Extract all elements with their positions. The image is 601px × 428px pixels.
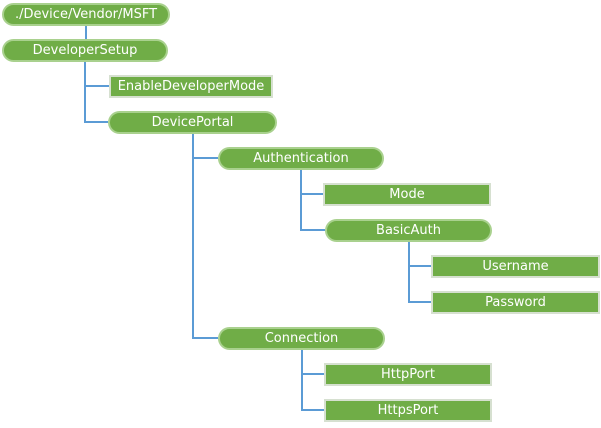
connector-branch-authentication <box>192 157 218 159</box>
tree-node-root: ./Device/Vendor/MSFT <box>2 3 170 26</box>
tree-node-enabledevelopermode: EnableDeveloperMode <box>109 75 273 98</box>
tree-node-httpsport: HttpsPort <box>324 399 492 422</box>
tree-node-authentication: Authentication <box>218 147 384 170</box>
tree-node-connection: Connection <box>218 327 385 350</box>
tree-node-authentication-label: Authentication <box>253 151 349 166</box>
tree-node-developersetup: DeveloperSetup <box>2 39 168 62</box>
tree-node-mode: Mode <box>323 183 491 206</box>
connector-branch-deviceportal <box>84 121 108 123</box>
tree-node-password-label: Password <box>485 295 546 310</box>
tree-node-connection-label: Connection <box>264 331 339 346</box>
connector-branch-password <box>408 301 431 303</box>
tree-node-username: Username <box>431 255 600 278</box>
tree-node-enabledevelopermode-label: EnableDeveloperMode <box>117 79 265 94</box>
tree-node-httpport: HttpPort <box>324 363 492 386</box>
connector-authentication-trunk <box>300 170 302 231</box>
connector-branch-username <box>408 265 431 267</box>
connector-branch-httpport <box>301 373 324 375</box>
connector-root-to-developersetup <box>85 26 87 39</box>
tree-node-httpsport-label: HttpsPort <box>377 403 439 418</box>
connector-branch-connection <box>192 337 218 339</box>
tree-node-root-label: ./Device/Vendor/MSFT <box>14 7 158 22</box>
connector-branch-enabledevelopermode <box>84 85 109 87</box>
tree-node-deviceportal-label: DevicePortal <box>151 115 234 130</box>
connector-branch-httpsport <box>301 409 324 411</box>
connector-basicauth-trunk <box>408 242 410 303</box>
tree-node-basicauth: BasicAuth <box>325 219 492 242</box>
connector-branch-basicauth <box>300 229 325 231</box>
tree-node-basicauth-label: BasicAuth <box>376 223 441 238</box>
tree-node-developersetup-label: DeveloperSetup <box>32 43 138 58</box>
tree-node-httpport-label: HttpPort <box>381 367 435 382</box>
tree-node-password: Password <box>431 291 600 314</box>
connector-developersetup-trunk <box>84 62 86 123</box>
connector-branch-mode <box>300 193 323 195</box>
tree-node-mode-label: Mode <box>389 187 425 202</box>
tree-node-deviceportal: DevicePortal <box>108 111 277 134</box>
connector-deviceportal-trunk <box>192 134 194 339</box>
connector-connection-trunk <box>301 350 303 411</box>
tree-node-username-label: Username <box>482 259 549 274</box>
